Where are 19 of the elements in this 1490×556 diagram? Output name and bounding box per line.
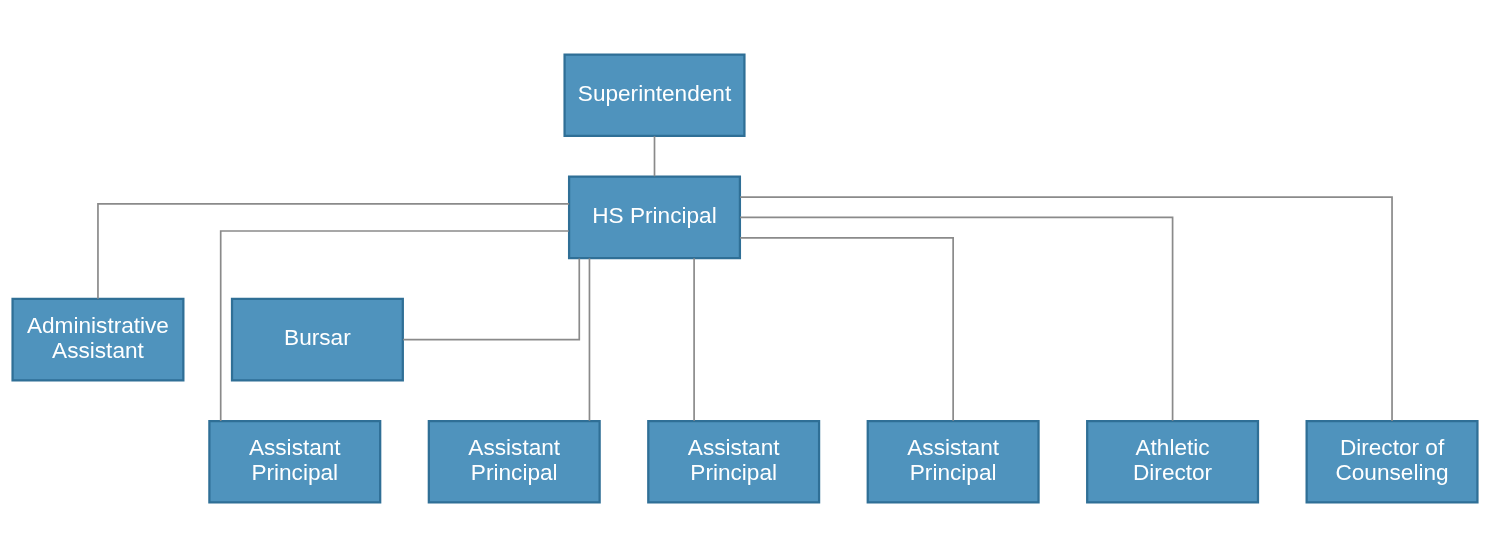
- connector: [739, 216, 1174, 422]
- connector: [739, 236, 954, 422]
- connector: [693, 256, 695, 422]
- node-box: HS Principal: [567, 175, 742, 259]
- connector: [653, 134, 656, 177]
- connector: [739, 195, 1393, 422]
- connector: [588, 256, 591, 422]
- node-box: Assistant Principal: [208, 419, 382, 504]
- node-box: Assistant Principal: [647, 419, 821, 504]
- connector: [97, 202, 570, 300]
- node-box: Superintendent: [563, 52, 746, 137]
- node-box: Administrative Assistant: [11, 297, 185, 381]
- node-box: Athletic Director: [1086, 419, 1260, 504]
- node-box: Assistant Principal: [427, 419, 601, 504]
- connector: [219, 229, 570, 422]
- node-box: Assistant Principal: [866, 419, 1040, 504]
- connector: [402, 257, 581, 340]
- node-box: Director of Counseling: [1305, 419, 1479, 504]
- node-box: Bursar: [230, 297, 404, 381]
